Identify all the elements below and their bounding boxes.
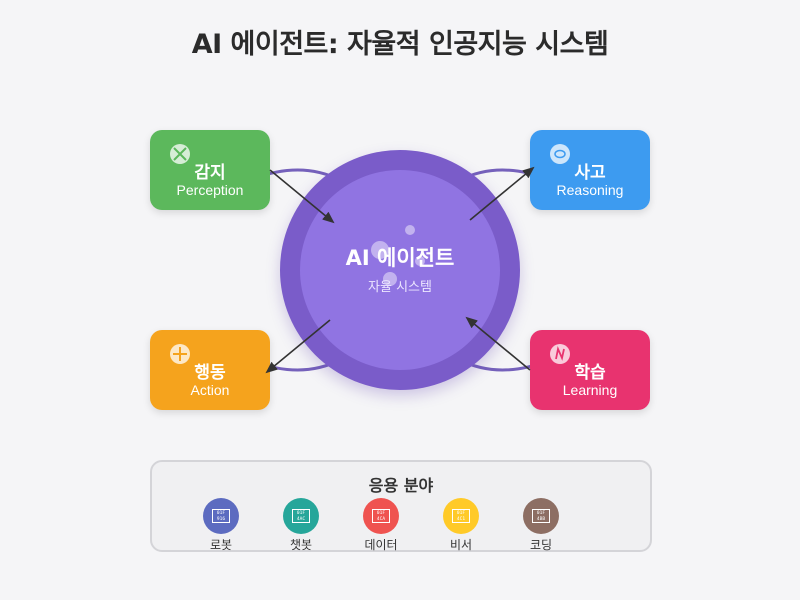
- node-action: 행동 Action: [150, 330, 270, 410]
- center-circle: [280, 150, 520, 390]
- node-reasoning-sublabel: Reasoning: [556, 182, 624, 198]
- center-dot-2: [371, 241, 389, 259]
- app-item-label: 로봇: [209, 538, 233, 552]
- node-reasoning-label: 사고: [574, 163, 606, 183]
- arrow-center-to-reasoning: [469, 166, 535, 221]
- chat-icon: [550, 144, 570, 164]
- app-item-label: 비서: [449, 538, 473, 552]
- node-perception: 감지 Perception: [150, 130, 270, 210]
- applications-title: 응용 분야: [368, 476, 434, 495]
- center-dot-3: [383, 272, 397, 286]
- node-learning-label: 학습: [574, 363, 606, 383]
- note-icon: [550, 344, 570, 364]
- node-perception-label: 감지: [194, 163, 226, 183]
- app-item-label: 데이터: [364, 538, 398, 552]
- node-action-label: 행동: [194, 363, 226, 383]
- center-subtitle: 자율 시스템: [368, 280, 432, 295]
- page-title: AI 에이전트: 자율적 인공지능 시스템: [191, 29, 609, 60]
- arrow-center-to-action: [265, 319, 331, 374]
- plus-icon: [170, 344, 190, 364]
- node-action-sublabel: Action: [190, 382, 230, 398]
- app-item-label: 챗봇: [289, 538, 313, 552]
- node-learning-sublabel: Learning: [562, 382, 618, 398]
- center-dot-1: [405, 225, 415, 235]
- arrow-perception-to-center: [269, 169, 335, 224]
- cross-icon: [170, 144, 190, 164]
- app-item-label: 코딩: [529, 538, 553, 552]
- node-learning: 학습 Learning: [530, 330, 650, 410]
- arrow-learning-to-center: [465, 316, 531, 371]
- center-title: AI 에이전트: [345, 246, 455, 270]
- node-perception-sublabel: Perception: [176, 182, 244, 198]
- node-reasoning: 사고 Reasoning: [530, 130, 650, 210]
- center-inner-circle: [300, 170, 500, 370]
- center-dot-4: [415, 256, 425, 266]
